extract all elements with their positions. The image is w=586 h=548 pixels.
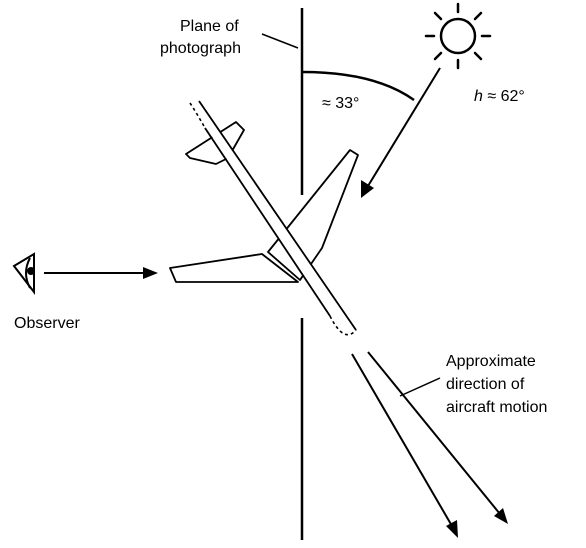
sun-altitude-value: ≈ 62° — [483, 88, 525, 105]
motion-label-leader — [399, 377, 441, 397]
motion-label-line3: aircraft motion — [446, 399, 547, 416]
plane-label-line2: photograph — [160, 40, 241, 57]
sun-altitude-symbol: h — [474, 88, 483, 105]
motion-arrow-left — [351, 353, 458, 538]
plane-label-line1: Plane of — [180, 18, 239, 35]
aircraft-fuselage — [190, 101, 356, 340]
observer-label: Observer — [14, 315, 80, 332]
observer-sight-arrow — [44, 267, 158, 279]
motion-label-line1: Approximate — [446, 353, 536, 370]
aircraft-left-wing — [169, 253, 299, 283]
eye-icon — [12, 252, 35, 295]
sun-icon — [424, 2, 492, 70]
aircraft-icon — [169, 100, 359, 340]
motion-arrow-right — [367, 351, 508, 524]
plane-label-leader — [261, 33, 299, 49]
sun-ray-arrow — [361, 67, 441, 198]
angle-label: ≈ 33° — [322, 95, 359, 112]
angle-arc — [301, 70, 415, 102]
motion-label-line2: direction of — [446, 376, 525, 393]
aircraft-right-wing — [267, 149, 359, 281]
sun-altitude-label: h ≈ 62° — [474, 88, 525, 105]
